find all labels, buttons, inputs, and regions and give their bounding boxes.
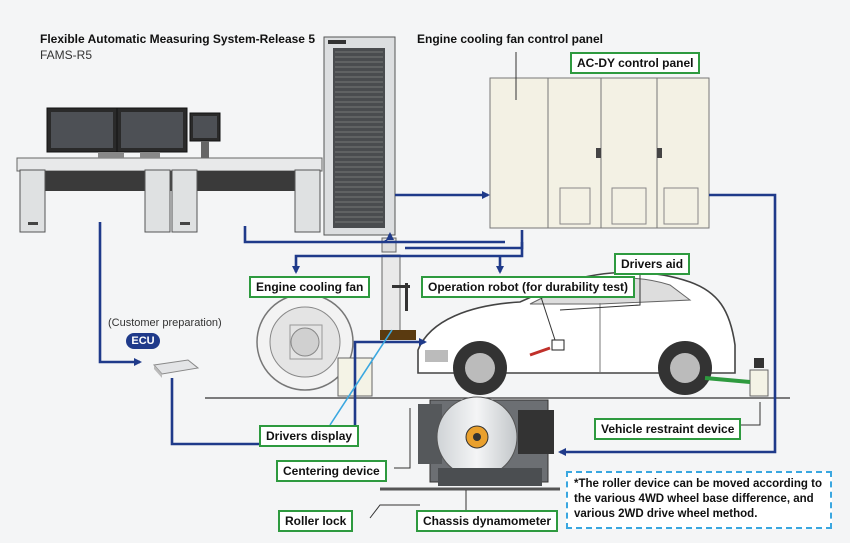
- label-drivers-aid: Drivers aid: [614, 253, 691, 275]
- note-box: *The roller device can be moved accordin…: [566, 471, 832, 529]
- restraint-device-unit: [704, 358, 769, 397]
- measurement-tower: [323, 36, 396, 236]
- connection-lines: [98, 191, 777, 456]
- label-chassis-dynamometer: Chassis dynamometer: [416, 510, 559, 532]
- acdy-cabinets: [489, 77, 710, 229]
- drivers-display-stand: [380, 237, 416, 340]
- label-operation-robot: Operation robot (for durability test): [421, 276, 635, 298]
- label-engine-cooling-fan: Engine cooling fan: [249, 276, 371, 298]
- engine-cooling-fan-unit: [256, 293, 373, 397]
- ecu-badge: ECU: [126, 333, 160, 349]
- ecu-box: [153, 359, 200, 378]
- label-centering-device: Centering device: [276, 460, 387, 482]
- label-drivers-display: Drivers display: [259, 425, 360, 447]
- label-acdy-panel: AC-DY control panel: [570, 52, 701, 74]
- label-vehicle-restraint: Vehicle restraint device: [594, 418, 742, 440]
- control-desk: [16, 107, 323, 233]
- label-roller-lock: Roller lock: [278, 510, 354, 532]
- page-subtitle: FAMS-R5: [40, 48, 93, 62]
- chassis-dynamometer-unit: [418, 396, 554, 486]
- vehicle: [417, 271, 736, 395]
- label-customer-preparation: (Customer preparation): [108, 317, 222, 329]
- page-title: Flexible Automatic Measuring System-Rele…: [40, 32, 315, 46]
- label-engine-panel: Engine cooling fan control panel: [417, 32, 604, 46]
